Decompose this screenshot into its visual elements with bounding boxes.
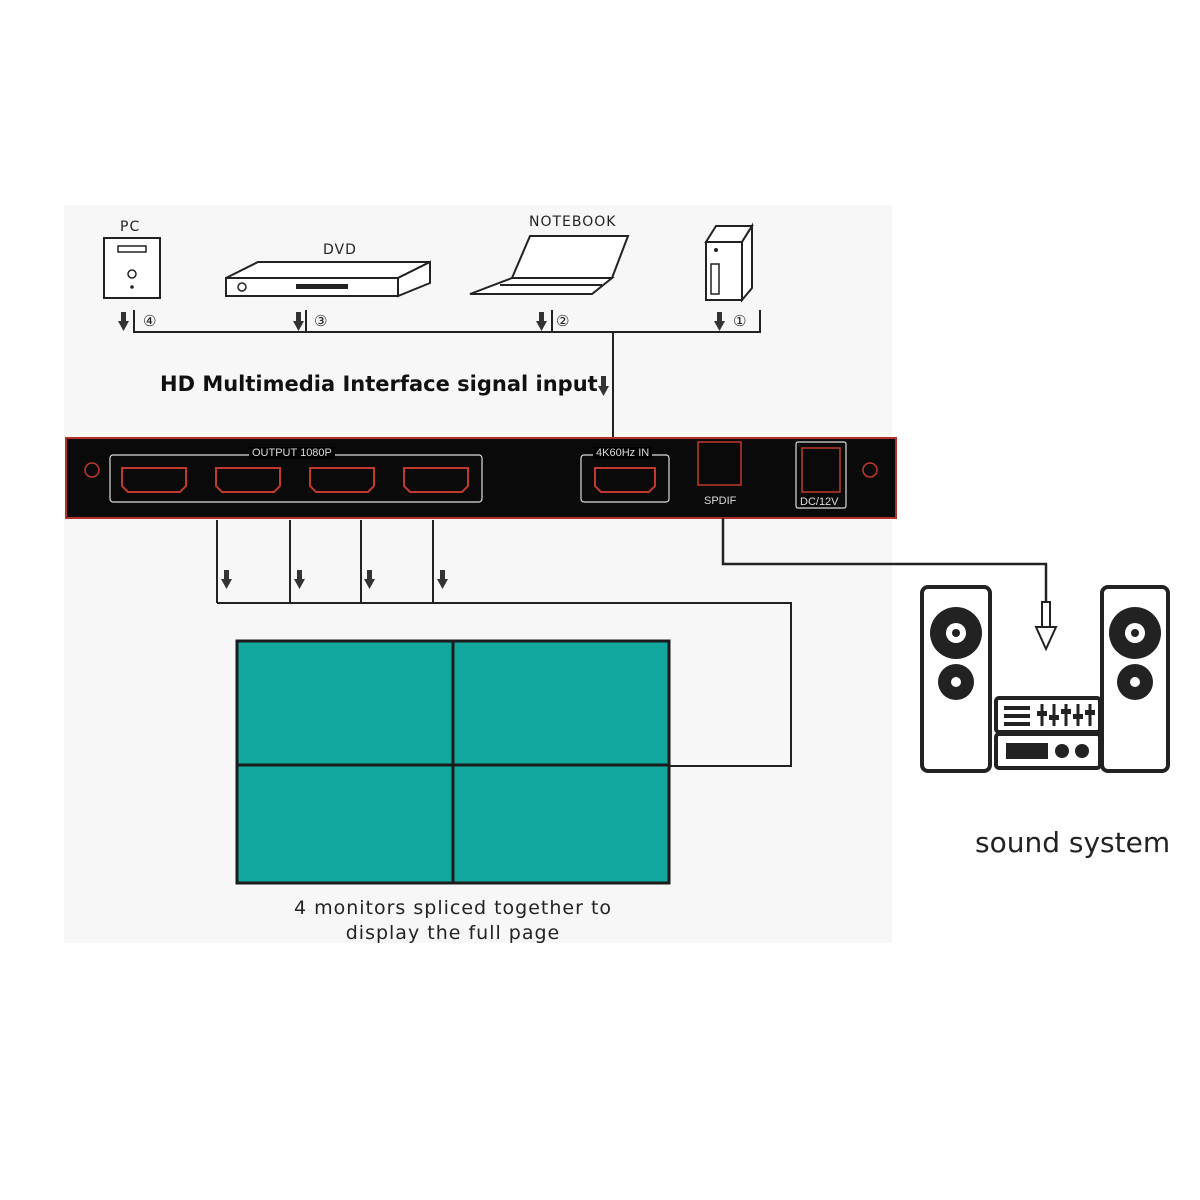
notebook-arrow-icon xyxy=(536,312,547,331)
output-arrow-icon xyxy=(221,570,232,589)
hdmi-output-port-1 xyxy=(121,467,187,493)
dvd-arrow-icon xyxy=(293,312,304,331)
hdmi-input-port xyxy=(594,467,656,493)
input-number-2: ② xyxy=(556,312,570,330)
splitter-device xyxy=(65,437,897,519)
input-number-3: ③ xyxy=(314,312,328,330)
hdmi-output-port-3 xyxy=(309,467,375,493)
monitors-caption-line-2: display the full page xyxy=(345,922,561,944)
output-cabling xyxy=(216,520,792,767)
pc-icon xyxy=(103,237,161,299)
monitor-4 xyxy=(451,763,671,885)
output-arrow-icon xyxy=(294,570,305,589)
monitor-2 xyxy=(451,639,671,767)
signal-input-headline: HD Multimedia Interface signal input xyxy=(160,372,598,396)
spdif-label: SPDIF xyxy=(704,495,737,507)
input-number-4: ④ xyxy=(143,312,157,330)
server-arrow-icon xyxy=(714,312,725,331)
sound-system-label: sound system xyxy=(975,826,1171,859)
spdif-port xyxy=(697,441,742,486)
signal-input-arrow-icon xyxy=(598,376,609,396)
hdmi-output-port-4 xyxy=(403,467,469,493)
power-label: DC/12V xyxy=(800,496,839,508)
power-port xyxy=(801,447,841,493)
input-cabling xyxy=(133,310,761,438)
sound-arrow-icon xyxy=(1034,601,1058,652)
dvd-label: DVD xyxy=(323,242,357,258)
monitor-1 xyxy=(235,639,455,767)
notebook-icon xyxy=(469,235,630,295)
left-speaker-icon xyxy=(920,585,992,773)
pc-arrow-icon xyxy=(118,312,129,331)
server-tower-icon xyxy=(704,222,754,303)
input-number-1: ① xyxy=(733,312,747,330)
dvd-player-icon xyxy=(225,260,431,298)
output-label: OUTPUT 1080P xyxy=(249,447,335,459)
output-arrow-icon xyxy=(364,570,375,589)
hdmi-output-port-2 xyxy=(215,467,281,493)
monitors-caption-line-1: 4 monitors spliced together to xyxy=(293,897,613,919)
monitor-3 xyxy=(235,763,455,885)
monitors-caption: 4 monitors spliced together to display t… xyxy=(193,896,713,946)
pc-label: PC xyxy=(120,219,141,235)
amplifier-icon xyxy=(994,696,1102,770)
output-arrow-icon xyxy=(437,570,448,589)
video-wall xyxy=(235,639,671,885)
input-label: 4K60Hz IN xyxy=(593,447,653,459)
notebook-label: NOTEBOOK xyxy=(529,214,617,230)
spdif-cabling xyxy=(721,518,1048,602)
right-speaker-icon xyxy=(1100,585,1170,773)
